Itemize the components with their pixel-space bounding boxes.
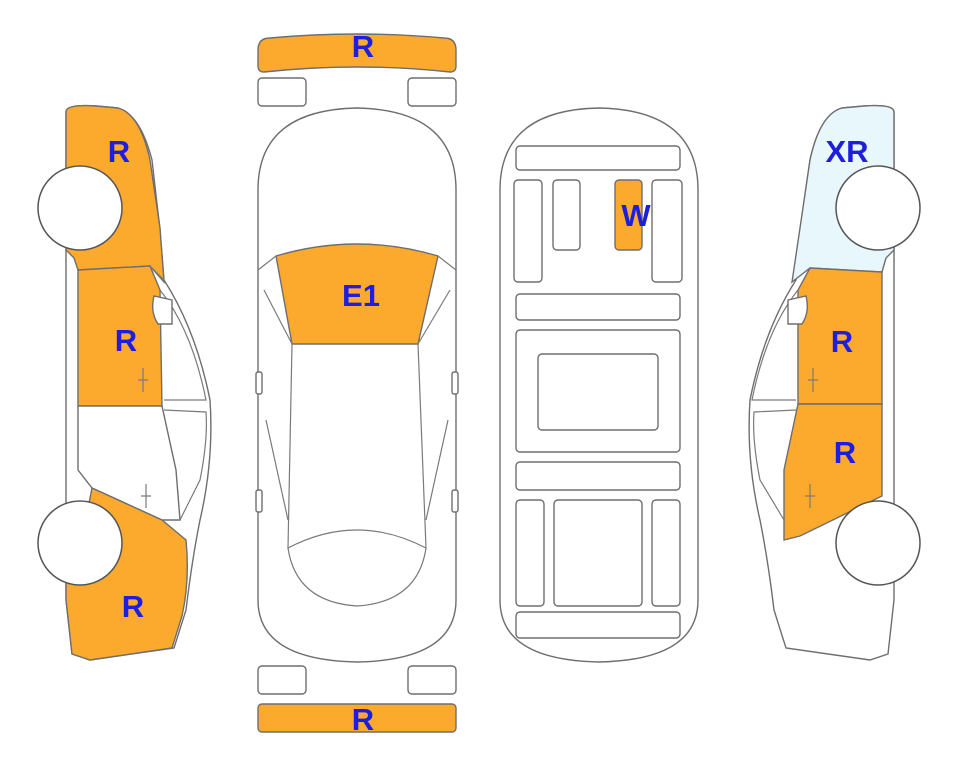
right-headlight: [407, 77, 457, 107]
right-side-view: [748, 104, 921, 661]
left-taillight: [257, 665, 307, 695]
label-left-front: R: [108, 134, 130, 169]
interior-seat-panel[interactable]: [614, 179, 643, 251]
left-headlight: [257, 77, 307, 107]
label-right-front: XR: [825, 134, 868, 169]
left-rear-door-panel[interactable]: [77, 405, 181, 521]
top-body-outline: [257, 107, 457, 663]
left-front-door-panel[interactable]: [77, 265, 163, 407]
label-interior-seat: W: [621, 198, 651, 233]
left-rear-wheel: [37, 500, 123, 586]
front-bumper-panel[interactable]: [257, 33, 457, 73]
rear-bumper-panel[interactable]: [257, 703, 457, 733]
label-windshield: E1: [342, 278, 380, 313]
left-front-wheel: [37, 165, 123, 251]
label-left-front-door: R: [115, 323, 137, 358]
right-front-wheel: [835, 165, 921, 251]
label-front-bumper: R: [352, 29, 374, 64]
right-taillight: [407, 665, 457, 695]
label-left-rear: R: [122, 589, 144, 624]
top-view: [255, 33, 459, 733]
left-side-view: [37, 104, 212, 661]
damage-labels: R R R R E1 R W XR R R: [108, 29, 869, 737]
label-right-rear-door: R: [834, 435, 856, 470]
label-rear-bumper: R: [352, 702, 374, 737]
interior-view: [499, 107, 699, 663]
right-rear-wheel: [835, 500, 921, 586]
label-right-front-door: R: [831, 324, 853, 359]
